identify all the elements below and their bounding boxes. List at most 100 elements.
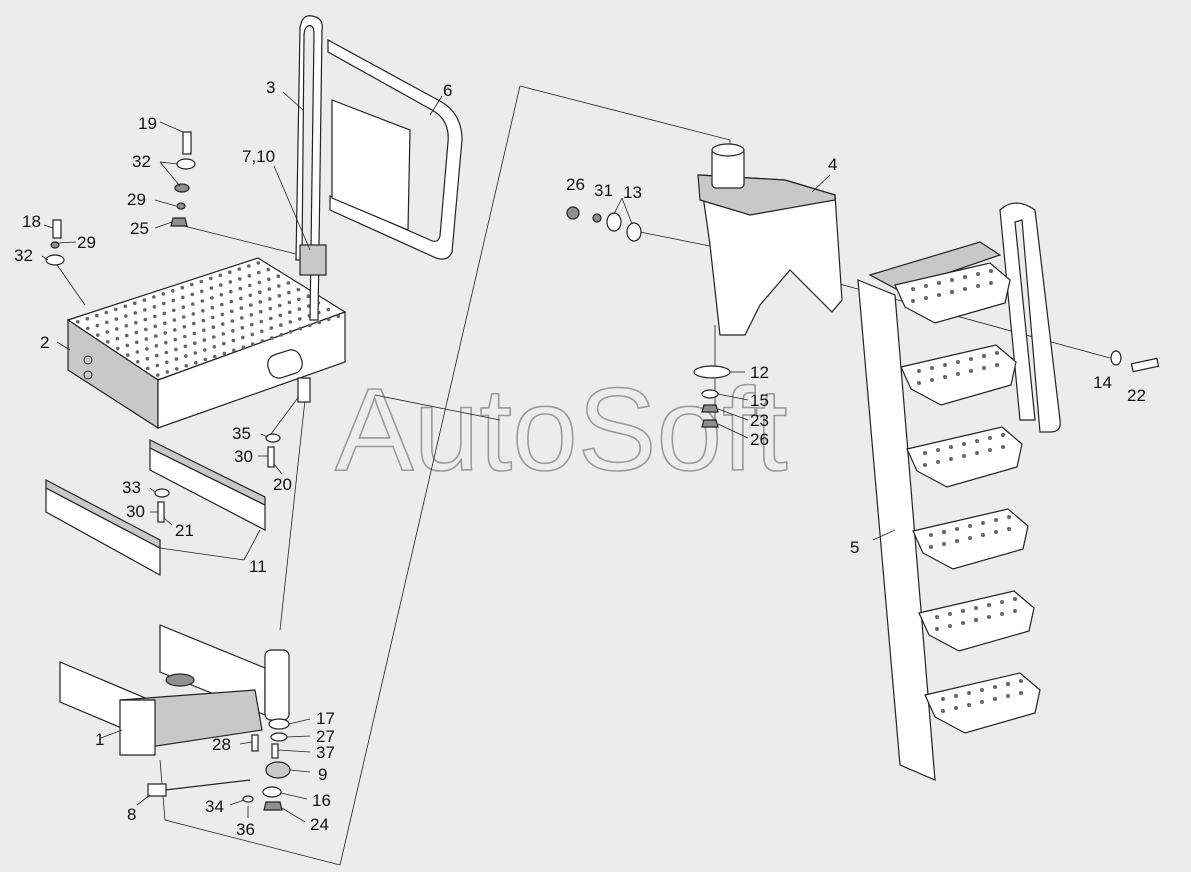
- callout-28: 28: [212, 735, 231, 754]
- perforation-dot: [192, 321, 196, 326]
- callout-29-left: 29: [77, 233, 96, 252]
- perforation-dot: [124, 324, 129, 328]
- step-perforation: [955, 527, 959, 531]
- perforation-dot: [144, 327, 148, 332]
- step-perforation: [974, 618, 978, 622]
- perforation-dot: [136, 360, 140, 364]
- perforation-dot: [221, 322, 225, 326]
- step-perforation: [976, 284, 980, 288]
- perforation-dot: [210, 305, 215, 310]
- perforation-dot: [200, 289, 204, 294]
- callout-30-left: 30: [126, 502, 145, 521]
- callout-26-bottom: 26: [750, 430, 769, 449]
- step-perforation: [995, 363, 999, 367]
- perforation-dot: [232, 348, 236, 353]
- step-perforation: [929, 545, 933, 549]
- perforation-dot: [239, 306, 244, 310]
- step-perforation: [988, 436, 992, 440]
- step-perforation: [954, 706, 958, 710]
- callout-7-10: 7,10: [242, 147, 275, 166]
- perforation-dot: [173, 328, 177, 332]
- step-perforation: [942, 542, 946, 546]
- perforation-dot: [199, 279, 204, 284]
- perforation-dot: [247, 264, 251, 268]
- perforation-dot: [145, 356, 150, 361]
- perforation-dot: [164, 340, 168, 345]
- perforation-dot: [239, 296, 243, 301]
- step-perforation: [941, 697, 945, 701]
- step-perforation: [974, 606, 978, 610]
- callout-14: 14: [1093, 373, 1112, 392]
- perforation-dot: [221, 332, 226, 336]
- perforation-dot: [115, 336, 120, 341]
- perforation-dot: [123, 304, 128, 309]
- perforation-dot: [260, 329, 264, 334]
- perforation-dot: [230, 309, 234, 314]
- perforation-dot: [191, 302, 195, 306]
- callout-25: 25: [130, 219, 149, 238]
- perforation-dot: [181, 295, 185, 300]
- callout-3: 3: [266, 78, 275, 97]
- perforation-dot: [114, 307, 118, 312]
- step-perforation: [943, 363, 947, 367]
- step-perforation: [929, 533, 933, 537]
- perforation-dot: [201, 309, 205, 313]
- perforation-dot: [86, 326, 90, 331]
- perforation-dot: [326, 307, 331, 312]
- perforation-dot: [126, 353, 130, 357]
- perforation-dot: [143, 308, 147, 312]
- perforation-dot: [162, 311, 167, 316]
- perforation-dot: [251, 342, 255, 346]
- callout-labels: 1 2 3 4 5 6 7,10 8 9 11 12 13 14 15 16 1…: [14, 78, 1146, 839]
- perforation-dot: [114, 317, 119, 321]
- perforation-dot: [260, 339, 265, 343]
- step-perforation: [962, 442, 966, 446]
- step-perforation: [948, 624, 952, 628]
- perforation-dot: [248, 293, 253, 298]
- perforation-dot: [183, 334, 187, 339]
- perforation-dot: [210, 296, 214, 300]
- perforation-dot: [153, 314, 157, 319]
- step-perforation: [962, 454, 966, 458]
- step-perforation: [969, 357, 973, 361]
- ladder: [857, 202, 1061, 781]
- perforation-dot: [240, 325, 245, 330]
- callout-26-top: 26: [566, 175, 585, 194]
- perforation-dot: [106, 340, 110, 344]
- step-perforation: [1000, 600, 1004, 604]
- perforation-dot: [278, 303, 282, 308]
- step-perforation: [1007, 515, 1011, 519]
- step-perforation: [949, 457, 953, 461]
- step-perforation: [961, 621, 965, 625]
- step-perforation: [950, 278, 954, 282]
- perforation-dot: [308, 323, 312, 328]
- perforation-dot: [276, 274, 281, 279]
- perforation-dot: [173, 337, 178, 342]
- perforation-dot: [165, 370, 170, 374]
- callout-9: 9: [318, 765, 327, 784]
- perforation-dot: [182, 315, 186, 319]
- perforation-dot: [256, 261, 261, 265]
- perforation-dot: [259, 309, 263, 314]
- step-perforation: [987, 615, 991, 619]
- perforation-dot: [165, 360, 169, 365]
- callout-22: 22: [1127, 386, 1146, 405]
- step-perforation: [956, 372, 960, 376]
- perforation-dot: [115, 327, 119, 331]
- step-perforation: [936, 448, 940, 452]
- perforation-dot: [220, 312, 225, 317]
- perforation-dot: [161, 292, 166, 296]
- callout-6: 6: [443, 81, 452, 100]
- callout-20: 20: [273, 475, 292, 494]
- perforation-dot: [258, 290, 262, 295]
- perforation-dot: [172, 318, 177, 322]
- perforation-dot: [218, 273, 223, 278]
- perforation-dot: [267, 277, 271, 282]
- perforation-dot: [288, 320, 293, 324]
- perforation-dot: [143, 317, 148, 322]
- perforation-dot: [200, 299, 205, 303]
- perforation-dot: [267, 287, 272, 291]
- perforation-dot: [211, 325, 216, 330]
- perforation-dot: [184, 354, 188, 358]
- step-perforation: [1019, 679, 1023, 683]
